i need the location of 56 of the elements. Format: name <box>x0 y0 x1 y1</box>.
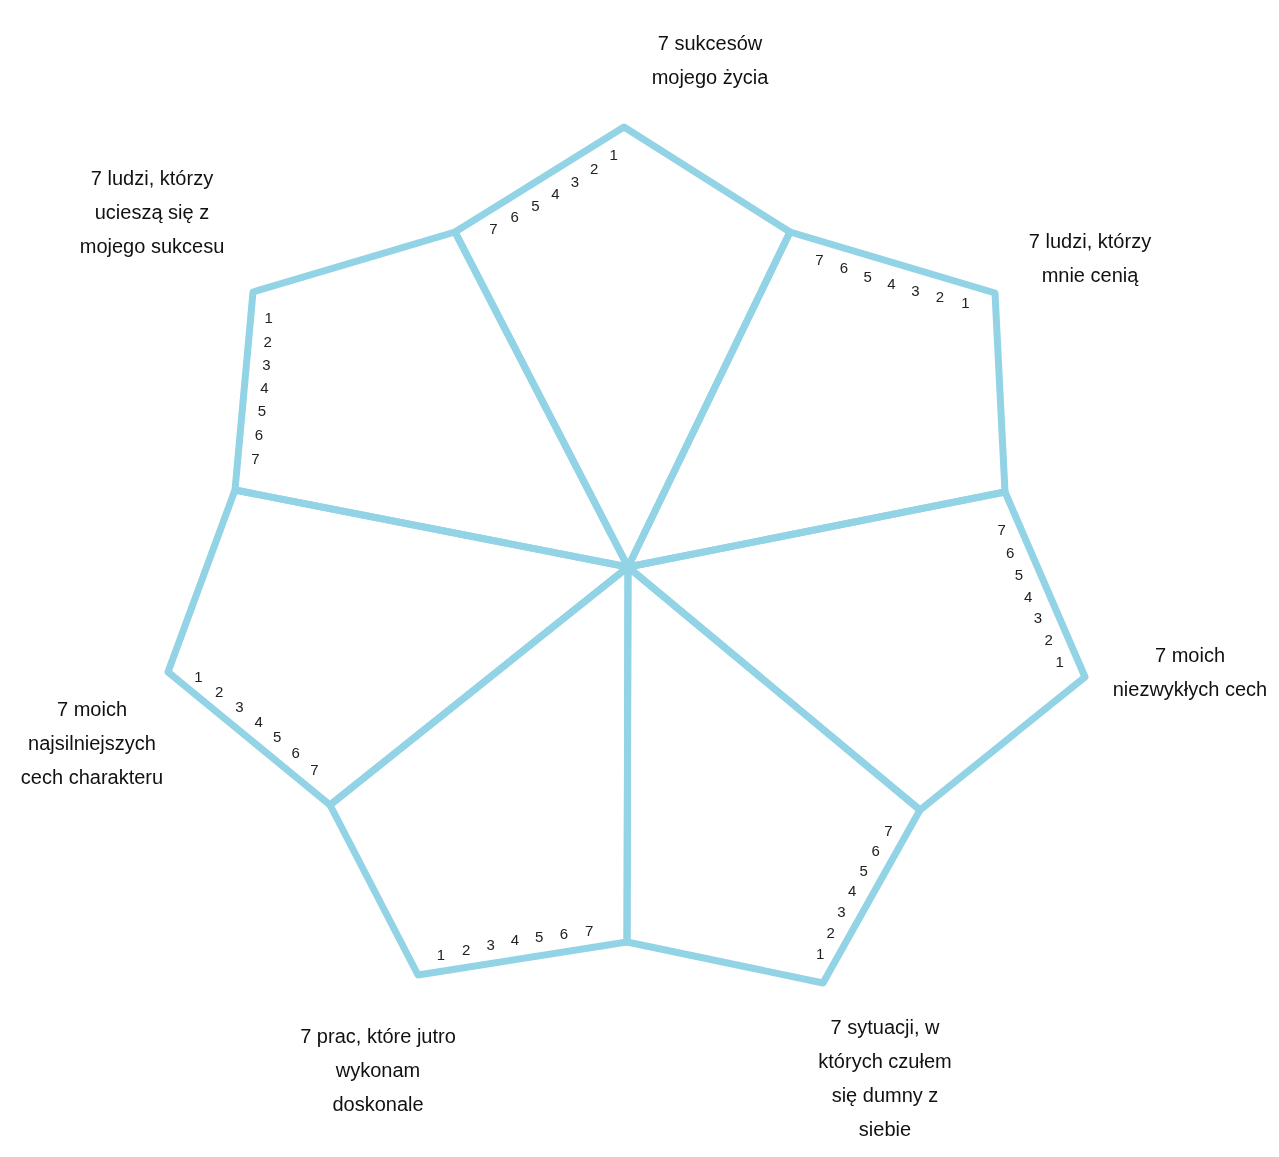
sector-heading: 7 ludzi, którzy mnie cenią <box>1027 229 1153 288</box>
row-number: 4 <box>847 881 857 899</box>
row-number: 3 <box>486 935 495 953</box>
sector-heading: 7 prac, które jutro wykonam doskonale <box>299 1024 457 1117</box>
row-number: 1 <box>1055 652 1064 670</box>
row-number: 7 <box>310 760 319 778</box>
row-number: 6 <box>291 743 300 761</box>
sector-heading: 7 ludzi, którzy ucieszą się z mojego sukcesu <box>78 166 226 259</box>
row-number: 1 <box>194 667 203 685</box>
row-number: 7 <box>884 821 893 839</box>
row-number: 6 <box>839 259 849 276</box>
row-number: 4 <box>887 274 896 292</box>
row-number: 7 <box>585 921 594 939</box>
row-number: 1 <box>961 293 970 311</box>
row-number: 7 <box>489 219 498 237</box>
row-number: 2 <box>1044 630 1053 648</box>
row-number: 2 <box>935 287 945 305</box>
row-number: 6 <box>871 841 880 859</box>
row-number: 1 <box>609 145 618 163</box>
row-number: 5 <box>859 861 868 879</box>
row-number: 3 <box>262 355 271 373</box>
row-number: 6 <box>510 207 519 225</box>
row-number: 5 <box>273 727 282 745</box>
row-number: 1 <box>815 944 825 962</box>
row-number: 7 <box>997 520 1006 538</box>
sector-heading: 7 sukcesów mojego życia <box>650 31 770 90</box>
row-number: 1 <box>264 308 273 326</box>
row-number: 4 <box>551 184 560 202</box>
row-number: 5 <box>863 267 872 285</box>
row-number: 2 <box>826 923 835 941</box>
row-number: 2 <box>461 940 471 958</box>
sector-heading: 7 sytuacji, w których czułem się dumny z siebie <box>817 1015 953 1142</box>
row-number: 5 <box>1014 565 1023 583</box>
sector-heading: 7 moich najsilniejszych cech charakteru <box>19 697 165 790</box>
sector-heading: 7 moich niezwykłych cech <box>1111 643 1269 702</box>
row-number: 5 <box>257 401 267 419</box>
row-number: 4 <box>254 712 263 730</box>
row-number: 3 <box>1033 608 1043 626</box>
row-number: 6 <box>559 924 568 942</box>
row-number: 3 <box>911 281 920 299</box>
row-number: 2 <box>215 682 224 700</box>
row-number: 3 <box>235 697 244 715</box>
row-number: 5 <box>531 196 540 214</box>
row-number: 4 <box>510 930 520 948</box>
row-number: 4 <box>260 378 269 396</box>
row-number: 5 <box>534 927 544 945</box>
row-number: 1 <box>436 945 446 963</box>
row-number: 3 <box>570 172 579 190</box>
row-number: 6 <box>254 425 263 443</box>
row-number: 6 <box>1005 543 1015 561</box>
row-number: 3 <box>837 902 846 920</box>
row-number: 2 <box>590 159 599 177</box>
row-number: 7 <box>251 449 260 467</box>
row-number: 7 <box>815 250 824 268</box>
row-number: 4 <box>1023 587 1033 605</box>
row-number: 2 <box>263 332 272 350</box>
